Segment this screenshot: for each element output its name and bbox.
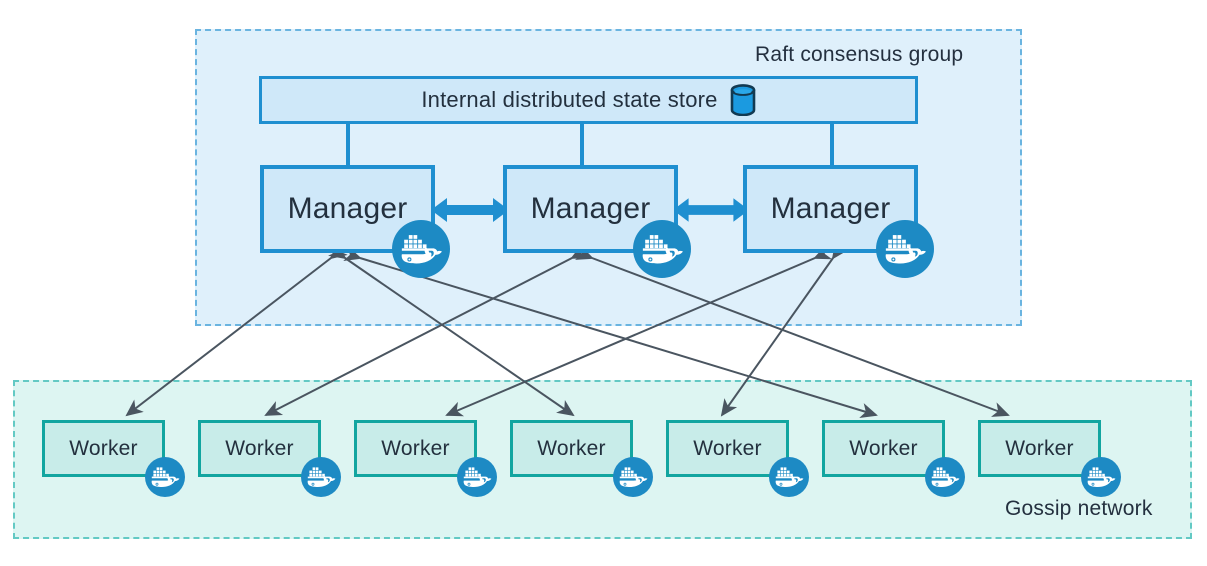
worker-node-3[interactable]: Worker [354, 420, 477, 477]
state-store-label: Internal distributed state store [421, 87, 718, 112]
docker-whale-icon [925, 457, 965, 497]
worker-node-4[interactable]: Worker [510, 420, 633, 477]
worker-node-5[interactable]: Worker [666, 420, 789, 477]
worker-label: Worker [1005, 436, 1074, 460]
state-store-manager-3-connector [830, 122, 834, 167]
database-cylinder-icon [730, 84, 755, 116]
state-store-manager-2-connector [580, 122, 584, 167]
worker-node-6[interactable]: Worker [822, 420, 945, 477]
manager-peer-link-2 [673, 198, 749, 222]
worker-node-1[interactable]: Worker [42, 420, 165, 477]
worker-label: Worker [69, 436, 138, 460]
docker-whale-icon [613, 457, 653, 497]
worker-label: Worker [381, 436, 450, 460]
worker-label: Worker [849, 436, 918, 460]
docker-whale-icon [457, 457, 497, 497]
manager-label: Manager [770, 192, 891, 225]
raft-consensus-group-label: Raft consensus group [755, 43, 964, 66]
manager-label: Manager [530, 192, 651, 225]
docker-whale-icon [633, 220, 691, 278]
manager-label: Manager [287, 192, 408, 225]
state-store-manager-1-connector [346, 122, 350, 167]
worker-node-2[interactable]: Worker [198, 420, 321, 477]
internal-distributed-state-store[interactable]: Internal distributed state store [259, 76, 918, 124]
docker-whale-icon [769, 457, 809, 497]
manager-peer-link-1 [431, 198, 509, 222]
worker-node-7[interactable]: Worker [978, 420, 1101, 477]
docker-whale-icon [145, 457, 185, 497]
docker-whale-icon [876, 220, 934, 278]
docker-whale-icon [301, 457, 341, 497]
docker-whale-icon [392, 220, 450, 278]
worker-label: Worker [225, 436, 294, 460]
worker-label: Worker [693, 436, 762, 460]
worker-label: Worker [537, 436, 606, 460]
gossip-network-label: Gossip network [1005, 497, 1153, 520]
docker-whale-icon [1081, 457, 1121, 497]
manager-node-1[interactable]: Manager [260, 165, 435, 253]
